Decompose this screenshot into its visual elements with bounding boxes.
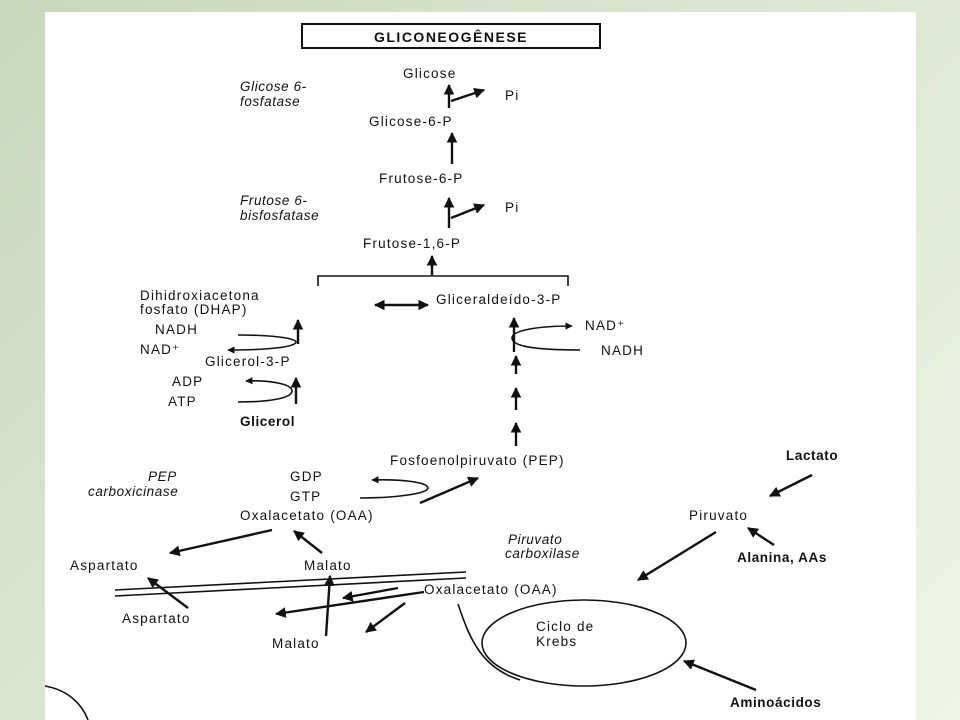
krebs-cycle-circle (481, 599, 687, 687)
dhap-label-line2: fosfato (DHAP) (140, 302, 248, 317)
alanina-to-piruvato-arrow (747, 526, 775, 547)
nad-plus-right-label: NAD⁺ (585, 318, 625, 333)
membrane-curve (457, 603, 521, 681)
gliceraldeido3p-label: Gliceraldeído-3-P (436, 292, 561, 307)
nadh-right-label: NADH (601, 343, 644, 358)
pi-release-arrow-2 (450, 203, 486, 220)
adp-label: ADP (172, 374, 203, 389)
pc-label-line2: carboxilase (505, 546, 580, 561)
dhap-label-line1: Dihidroxiacetona (140, 288, 260, 303)
atp-adp-curve (237, 377, 293, 403)
pi-label-2: Pi (505, 200, 519, 215)
nadh-nad-left-curve (227, 334, 297, 354)
aspartato-cytosol-label: Aspartato (70, 558, 139, 573)
krebs-label-line1: Ciclo de (536, 619, 594, 634)
piruvato-to-oaa-arrow (637, 530, 717, 582)
glicerol-label: Glicerol (240, 414, 295, 429)
pepck-label-line1: PEP (148, 469, 177, 484)
nadh-to-nad-curve (511, 322, 581, 351)
pepck-label-line2: carboxicinase (88, 484, 178, 499)
aldolase-bracket (317, 275, 569, 286)
atp-label: ATP (168, 394, 197, 409)
gluconeogenesis-diagram: GLICONEOGÊNESE Glicose Pi Glicose 6- fos… (45, 23, 838, 720)
title-box (301, 23, 601, 49)
fbpase-label-line1: Frutose 6- (240, 193, 308, 208)
aminoacidos-label: Aminoácidos (730, 695, 821, 710)
pi-release-arrow (450, 87, 486, 103)
oaa-mito-label: Oxalacetato (OAA) (424, 582, 558, 597)
slide: GLICONEOGÊNESE Glicose Pi Glicose 6- fos… (45, 12, 916, 720)
aspartato-mito-label: Aspartato (122, 611, 191, 626)
lactato-label: Lactato (786, 448, 838, 463)
gtp-label: GTP (290, 489, 321, 504)
oaa-to-malato-mito-arrow (365, 602, 406, 633)
nad-plus-left-label: NAD⁺ (140, 342, 180, 357)
oaa-to-aspartato-arrow (168, 528, 273, 557)
glicose-label: Glicose (403, 66, 456, 81)
piruvato-label: Piruvato (689, 508, 748, 523)
oaa-to-malato-transport-arrow (341, 586, 399, 602)
malato-to-oaa-arrow (293, 530, 323, 554)
glicerol3p-label: Glicerol-3-P (205, 354, 291, 369)
frutose6p-label: Frutose-6-P (379, 171, 463, 186)
krebs-label-line2: Krebs (536, 634, 577, 649)
g6pase-label-line2: fosfatase (240, 94, 300, 109)
pep-label: Fosfoenolpiruvato (PEP) (390, 453, 565, 468)
partial-arc (45, 685, 89, 720)
gdp-label: GDP (290, 469, 323, 484)
oaa-to-aspartato-mito-arrow (274, 590, 425, 618)
lactato-to-piruvato-arrow (769, 473, 813, 498)
diagram-title: GLICONEOGÊNESE (374, 28, 528, 45)
oaa-cytosol-label: Oxalacetato (OAA) (240, 508, 374, 523)
oaa-to-pep-arrow (419, 476, 479, 505)
pi-label: Pi (505, 88, 519, 103)
alanina-label: Alanina, AAs (737, 550, 827, 565)
aminoacidos-to-krebs-arrow (682, 659, 757, 692)
aspartato-transport-arrow (147, 577, 189, 609)
gtp-gdp-curve (359, 476, 429, 499)
malato-mito-label: Malato (272, 636, 320, 651)
pc-label-line1: Piruvato (508, 532, 562, 547)
glicose6p-label: Glicose-6-P (369, 114, 453, 129)
nadh-left-label: NADH (155, 322, 198, 337)
fbpase-label-line2: bisfosfatase (240, 208, 319, 223)
membrane-line-2 (114, 577, 467, 597)
frutose16p-label: Frutose-1,6-P (363, 236, 461, 251)
malato-cytosol-label: Malato (304, 558, 352, 573)
g6pase-label-line1: Glicose 6- (240, 79, 307, 94)
membrane-line-1 (114, 571, 467, 591)
